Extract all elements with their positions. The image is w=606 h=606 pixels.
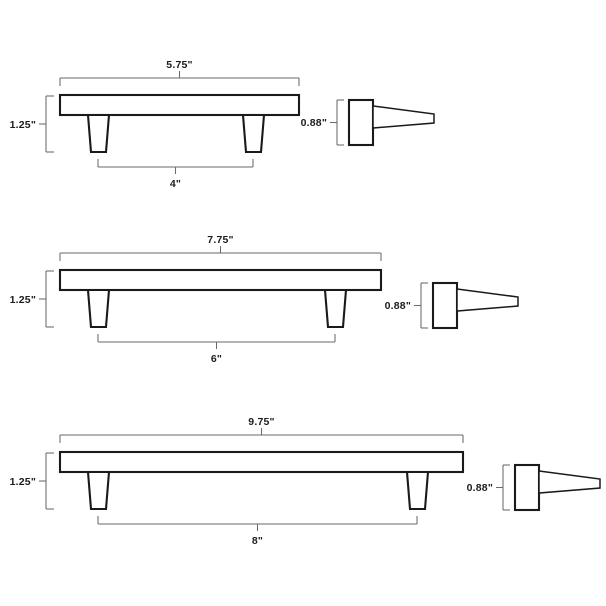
- medium-depth-dimension: 0.88": [385, 282, 428, 329]
- large-width-dimension: 9.75": [59, 416, 464, 443]
- small-shelf-drawing: 5.75" 1.25" 4": [10, 59, 435, 190]
- shelf-top-bar: [58, 268, 383, 292]
- side-mounting-plate: [347, 98, 375, 147]
- small-shelf-side-view: [347, 98, 435, 147]
- medium-width-dimension: 7.75": [59, 234, 382, 261]
- small-width-label: 5.75": [166, 59, 192, 71]
- medium-shelf-side-view: [431, 281, 519, 330]
- small-depth-dimension: 0.88": [301, 99, 344, 146]
- small-height-dimension: 1.25": [10, 95, 54, 153]
- side-shelf-arm: [372, 105, 435, 129]
- large-shelf-front-view: [58, 450, 465, 511]
- side-mounting-plate: [431, 281, 459, 330]
- medium-height-dimension: 1.25": [10, 270, 54, 328]
- side-shelf-arm: [538, 470, 601, 494]
- small-depth-label: 0.88": [301, 117, 327, 129]
- large-depth-dimension: 0.88": [467, 464, 510, 511]
- shelf-right-leg: [405, 470, 430, 511]
- large-height-dimension: 1.25": [10, 452, 54, 510]
- side-shelf-arm: [456, 288, 519, 312]
- shelf-left-leg: [86, 470, 111, 511]
- medium-width-label: 7.75": [207, 234, 233, 246]
- shelf-top-bar: [58, 93, 301, 117]
- large-width-label: 9.75": [248, 416, 274, 428]
- medium-leg-spacing-label: 6": [211, 353, 222, 365]
- medium-depth-label: 0.88": [385, 300, 411, 312]
- shelf-left-leg: [86, 113, 111, 154]
- large-depth-label: 0.88": [467, 482, 493, 494]
- large-leg-spacing-label: 8": [252, 535, 263, 547]
- small-leg-spacing-label: 4": [170, 178, 181, 190]
- large-leg-spacing-dimension: 8": [97, 516, 418, 547]
- large-height-label: 1.25": [10, 476, 36, 488]
- medium-shelf-drawing: 7.75" 1.25" 6": [10, 234, 519, 365]
- small-height-label: 1.25": [10, 119, 36, 131]
- shelf-right-leg: [323, 288, 348, 329]
- small-leg-spacing-dimension: 4": [97, 159, 254, 190]
- small-width-dimension: 5.75": [59, 59, 300, 86]
- medium-height-label: 1.25": [10, 294, 36, 306]
- shelf-top-bar: [58, 450, 465, 474]
- shelf-left-leg: [86, 288, 111, 329]
- large-shelf-side-view: [513, 463, 601, 512]
- medium-leg-spacing-dimension: 6": [97, 334, 336, 365]
- small-shelf-front-view: [58, 93, 301, 154]
- medium-shelf-front-view: [58, 268, 383, 329]
- shelf-right-leg: [241, 113, 266, 154]
- side-mounting-plate: [513, 463, 541, 512]
- large-shelf-drawing: 9.75" 1.25" 8": [10, 416, 601, 547]
